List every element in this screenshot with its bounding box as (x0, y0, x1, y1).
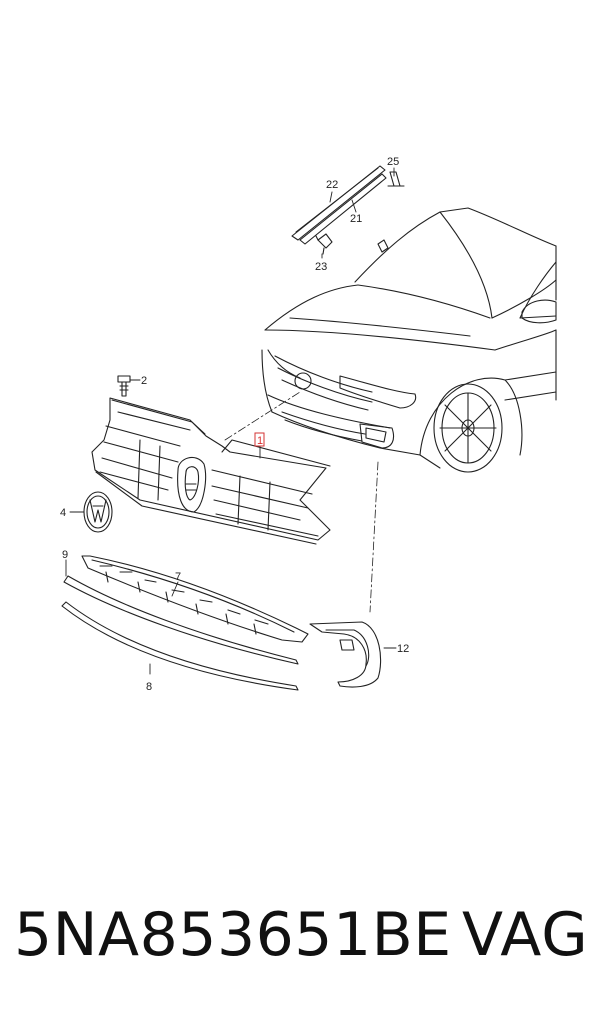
leader-lines (65, 167, 397, 675)
radiator-grille-1 (91, 397, 331, 545)
callout-2: 2 (141, 375, 147, 387)
trim-strip-9 (63, 575, 299, 665)
callout-25: 25 (387, 156, 399, 168)
brand-label: VAG (462, 900, 589, 970)
screw-2 (117, 375, 131, 397)
callout-7: 7 (175, 571, 181, 583)
callout-22: 22 (326, 179, 338, 191)
callout-23: 23 (315, 261, 327, 273)
lower-grille-7 (81, 555, 309, 643)
callout-8: 8 (146, 681, 152, 693)
callout-12: 12 (397, 643, 409, 655)
callout-1-highlight-box (254, 432, 265, 447)
fog-light-cover-12 (309, 621, 382, 688)
dash-dot-connectors (224, 391, 379, 613)
clip-23 (315, 233, 333, 255)
callout-21: 21 (350, 213, 362, 225)
clip-small (377, 239, 389, 253)
callout-4: 4 (60, 507, 66, 519)
callout-labels: 1 2 4 7 8 9 12 21 22 23 25 (60, 156, 409, 693)
trim-strip-21 (299, 173, 387, 245)
callout-1: 1 (257, 435, 263, 447)
trim-strip-8 (61, 601, 299, 691)
trim-strip-22 (291, 165, 386, 241)
part-number: 5NA853651BE (14, 900, 452, 970)
callout-9: 9 (62, 549, 68, 561)
fastener-25 (387, 171, 405, 187)
vw-emblem-4 (83, 491, 113, 533)
vehicle-front-illustration (261, 207, 557, 473)
